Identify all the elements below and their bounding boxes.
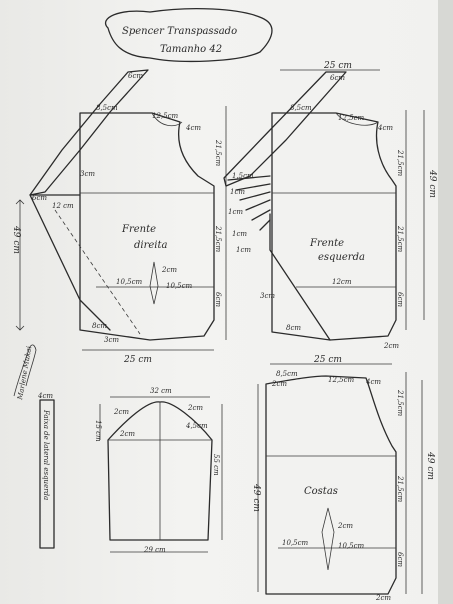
piece-frente-direita: 8,5cm 12,5cm 4cm 6cm 3cm 12 cm 6cm 21,5c…	[11, 69, 227, 365]
manga-label-mid-right: 4,5cm	[185, 422, 208, 430]
fd-piece-name2: direita	[134, 240, 168, 251]
frente-esquerda-pleats	[227, 175, 271, 231]
fd-label-top-left: 8,5cm	[96, 104, 118, 112]
background-surface	[438, 0, 453, 604]
fe-label-hem-right: 2cm	[383, 342, 399, 350]
costas-piece-name: Costas	[304, 486, 338, 497]
frente-direita-dart	[149, 261, 159, 305]
signature-scribble	[13, 344, 37, 397]
frente-direita-collar	[29, 69, 149, 196]
costas-label-right-low: 6cm	[396, 552, 404, 567]
fe-label-height: 49 cm	[427, 169, 437, 198]
costas-label-shoulder: 12,5cm	[328, 376, 355, 384]
costas-outline	[265, 375, 397, 595]
fe-label-hem-left: 8cm	[286, 324, 301, 332]
fe-label-pleat-5: 1cm	[236, 246, 251, 254]
costas-label-height-left: 49 cm	[251, 483, 261, 512]
fd-label-right-top: 21,5cm	[214, 139, 222, 167]
manga-label-cap-height: 15 cm	[94, 420, 102, 442]
title-line2: Tamanho 42	[160, 44, 222, 55]
title-cloud-outline	[105, 7, 273, 63]
frente-esquerda-collar	[223, 71, 347, 187]
fd-label-neck-drop: 4cm	[185, 124, 201, 132]
title-line1: Spencer Transpassado	[122, 26, 237, 37]
costas-label-right-top: 21,5cm	[396, 389, 404, 417]
fd-label-right-bottom: 21,5cm	[214, 225, 222, 253]
fd-label-hip-left: 10,5cm	[116, 278, 143, 286]
fd-label-width: 25 cm	[123, 355, 152, 365]
fe-label-collar-top: 6cm	[330, 74, 345, 82]
costas-label-hem-right: 2cm	[375, 594, 391, 602]
fd-label-height: 49 cm	[11, 225, 21, 254]
frente-direita-neck-curve	[151, 112, 183, 127]
manga-label-mid-left: 2cm	[119, 430, 135, 438]
fd-label-hip-right: 10,5cm	[166, 282, 193, 290]
frente-esquerda-front-edge	[269, 213, 331, 341]
signature-text: Marlene Mukai	[16, 346, 33, 402]
fe-label-hem-side: 3cm	[260, 292, 275, 300]
piece-faixa: 4cm Faixa de lateral esquerda	[37, 392, 55, 549]
manga-label-length: 55 cm	[212, 454, 220, 476]
faixa-label-width: 4cm	[37, 392, 53, 400]
costas-label-neck-left: 2cm	[271, 380, 287, 388]
fd-label-hem: 8cm	[92, 322, 107, 330]
faixa-outline	[39, 399, 55, 549]
fe-label-waist: 12cm	[332, 278, 352, 286]
fe-label-pleat-3: 1cm	[228, 208, 243, 216]
fe-label-neck-drop: 4cm	[377, 124, 393, 132]
manga-label-cap-left: 2cm	[113, 408, 129, 416]
manga-label-cap-right: 2cm	[187, 404, 203, 412]
fe-label-pleat-4: 1cm	[232, 230, 247, 238]
fd-label-dart: 2cm	[161, 266, 177, 274]
title-block: Spencer Transpassado Tamanho 42	[105, 7, 273, 63]
frente-esquerda-outline	[271, 112, 397, 341]
costas-label-right-bottom: 21,5cm	[396, 475, 404, 503]
frente-direita-outline	[79, 112, 215, 341]
costas-label-neck-drop: 4cm	[365, 378, 381, 386]
fd-label-hem-left: 3cm	[104, 336, 119, 344]
fd-label-collar-low: 6cm	[32, 194, 47, 202]
fd-label-shoulder: 12,5cm	[152, 112, 179, 120]
fe-piece-name2: esquerda	[318, 252, 365, 263]
piece-manga: 32 cm 2cm 2cm 15 cm 2cm 4,5cm 55 cm 29 c…	[94, 387, 223, 554]
fd-label-right-low: 6cm	[214, 292, 222, 307]
costas-label-hip-left: 10,5cm	[282, 539, 309, 547]
fd-label-collar-side: 12 cm	[52, 202, 74, 210]
costas-label-neck: 8,5cm	[276, 370, 298, 378]
costas-label-height-right: 49 cm	[425, 451, 435, 480]
manga-label-hem: 29 cm	[143, 546, 166, 554]
fe-label-shoulder: 12,5cm	[338, 114, 365, 122]
faixa-label: Faixa de lateral esquerda	[42, 409, 50, 500]
fe-label-neck: 8,5cm	[290, 104, 312, 112]
manga-label-width: 32 cm	[150, 387, 172, 395]
frente-direita-height-dim	[15, 199, 25, 331]
fd-piece-name: Frente	[121, 224, 156, 235]
frente-direita-lapel	[29, 194, 111, 331]
costas-label-top-width: 25 cm	[313, 355, 342, 365]
costas-label-dart: 2cm	[337, 522, 353, 530]
fe-label-right-low: 6cm	[396, 292, 404, 307]
fe-label-pleat-2: 1cm	[230, 188, 245, 196]
fe-label-top-width: 25 cm	[323, 61, 352, 71]
costas-label-hip-right: 10,5cm	[338, 542, 365, 550]
manga-outline	[107, 401, 213, 541]
fd-label-collar-mid: 3cm	[80, 170, 95, 178]
costas-dart	[321, 507, 335, 571]
fe-label-pleat-1: 1,5cm	[232, 172, 254, 180]
frente-esquerda-neck-curve	[335, 112, 379, 126]
fe-label-right-bottom: 21,5cm	[396, 225, 404, 253]
fe-label-right-top: 21,5cm	[396, 149, 404, 177]
fe-piece-name: Frente	[309, 238, 344, 249]
fd-label-collar-top: 6cm	[128, 72, 143, 80]
signature: Marlene Mukai	[13, 344, 37, 402]
piece-frente-esquerda: 25 cm 6cm 8,5cm 12,5cm 4cm 49 cm 21,5cm …	[223, 61, 437, 350]
piece-costas: 25 cm 8,5cm 12,5cm 4cm 2cm 49 cm 49 cm 2…	[251, 355, 435, 602]
